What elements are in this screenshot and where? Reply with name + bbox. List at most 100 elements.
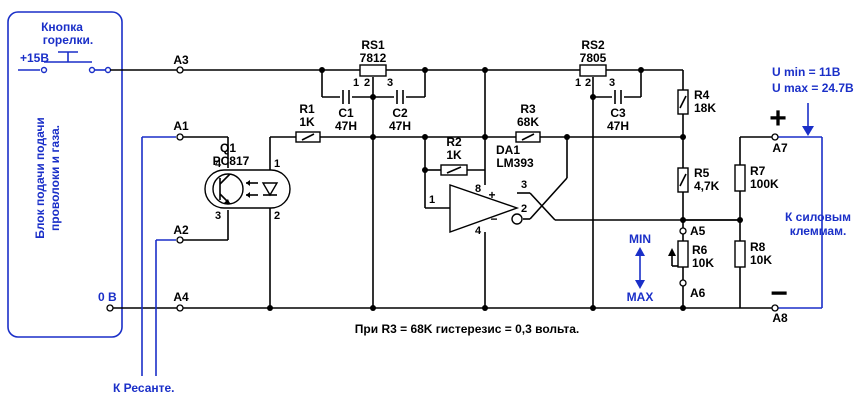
r5-name: R5	[694, 166, 710, 180]
torch-button-label-line1: Кнопка	[41, 20, 83, 34]
power-terminal-leads	[778, 103, 823, 309]
c1-capacitor: C1 47H	[335, 90, 357, 133]
q1-value: PC817	[213, 154, 250, 168]
node-a7-label: A7	[772, 141, 788, 155]
resanta-label: К Ресанте.	[113, 381, 175, 395]
min-label: MIN	[629, 232, 651, 246]
r3-value: 68K	[517, 115, 539, 129]
q1-pin3: 3	[215, 210, 221, 222]
r7-name: R7	[750, 164, 766, 178]
rs1-pin1: 1	[353, 77, 359, 89]
c2-value: 47H	[389, 119, 411, 133]
da1-value: LM393	[496, 156, 534, 170]
node-a8-label: A8	[772, 311, 788, 325]
r3-resistor: R3 68K	[515, 102, 541, 143]
r1-value: 1K	[299, 115, 315, 129]
plus-terminal-sign: +	[769, 102, 787, 135]
r4-resistor: R4 18K	[677, 88, 716, 115]
rs1-regulator: RS1 7812 1 2 3	[353, 38, 393, 89]
rs1-pin2: 2	[364, 77, 370, 89]
da1-pin8: 8	[475, 183, 481, 195]
u-min-label: U min = 11В	[772, 65, 841, 79]
led-diode-icon	[261, 182, 279, 197]
r2-name: R2	[446, 135, 462, 149]
r6-value: 10K	[692, 256, 714, 270]
r3-name: R3	[520, 102, 536, 116]
terminals-label-line1: К силовым	[785, 210, 851, 224]
r8-value: 10K	[750, 253, 772, 267]
da1-pin3: 3	[521, 179, 527, 191]
r8-resistor: R8 10K	[734, 240, 772, 268]
da1-pin4: 4	[475, 225, 482, 237]
resanta-leads: К Ресанте.	[113, 136, 176, 395]
r4-value: 18K	[694, 101, 716, 115]
q1-pin1: 1	[274, 158, 280, 170]
torch-button-label-line2: горелки.	[43, 33, 94, 47]
q1-optocoupler: Q1 PC817 4 3 1 2	[204, 141, 291, 222]
rs1-value: 7812	[360, 51, 387, 65]
u-max-label: U max = 24.7В	[772, 81, 854, 95]
node-a6-label: A6	[690, 286, 706, 300]
r7-value: 100K	[750, 177, 779, 191]
c1-name: C1	[338, 106, 354, 120]
minus-terminal-sign: −	[770, 277, 788, 310]
r5-resistor: R5 4,7K	[677, 166, 720, 193]
da1-pin2: 2	[521, 203, 527, 215]
arrow-down-icon	[635, 280, 645, 289]
node-a5-label: A5	[690, 224, 706, 238]
hysteresis-note: При R3 = 68K гистерезис = 0,3 вольта.	[355, 322, 579, 336]
c3-name: C3	[610, 106, 626, 120]
node-a3-label: A3	[173, 53, 189, 67]
rs1-name: RS1	[361, 38, 385, 52]
r2-resistor: R2 1K	[440, 135, 468, 176]
control-block-title-line2: проволоки и газа.	[48, 125, 62, 231]
supply-15v-label: +15В	[20, 51, 49, 65]
da1-plus: +	[488, 188, 495, 202]
max-label: MAX	[627, 290, 654, 304]
rs2-pin2: 2	[585, 77, 591, 89]
terminals-label-line2: клеммам.	[790, 224, 847, 238]
rs1-pin3: 3	[387, 77, 393, 89]
r5-value: 4,7K	[694, 179, 720, 193]
control-block-frame	[7, 11, 123, 338]
adjustment-annotation: MIN MAX	[627, 232, 654, 304]
da1-pin1: 1	[429, 194, 435, 206]
r8-name: R8	[750, 240, 766, 254]
da1-minus: −	[490, 212, 497, 226]
wiper-arrow-icon	[668, 248, 676, 256]
q1-pin2: 2	[274, 210, 280, 222]
torch-button-icon	[18, 51, 112, 74]
node-a4-label: A4	[173, 290, 189, 304]
junction-dots	[267, 67, 743, 311]
c2-name: C2	[392, 106, 408, 120]
r6-potentiometer: R6 10K	[668, 240, 714, 270]
rs2-name: RS2	[581, 38, 605, 52]
control-block: Блок подачи подачи проволоки и газа. Кно…	[7, 11, 123, 338]
connection-nodes	[106, 66, 779, 312]
r7-resistor: R7 100K	[734, 164, 779, 192]
q1-pin4: 4	[215, 158, 222, 170]
r1-name: R1	[299, 102, 315, 116]
da1-comparator: + − DA1 LM393 8 4 1 3 2	[429, 143, 534, 237]
rs2-pin1: 1	[575, 77, 581, 89]
c2-capacitor: C2 47H	[389, 90, 411, 133]
rs2-regulator: RS2 7805 1 2 3	[575, 38, 615, 89]
c1-value: 47H	[335, 119, 357, 133]
q1-name: Q1	[220, 141, 236, 155]
c3-capacitor: C3 47H	[607, 90, 629, 133]
node-labels: A3 A1 A2 A4 A5 A6 A7 A8	[173, 53, 788, 325]
r4-name: R4	[694, 88, 710, 102]
rs2-pin3: 3	[609, 77, 615, 89]
c3-value: 47H	[607, 119, 629, 133]
node-a1-label: A1	[173, 119, 189, 133]
zero-volt-label: 0 В	[98, 290, 117, 304]
node-a2-label: A2	[173, 223, 189, 237]
da1-name: DA1	[496, 143, 520, 157]
arrow-down-icon	[802, 126, 814, 136]
rs2-value: 7805	[580, 51, 607, 65]
control-block-title-line1: Блок подачи подачи	[33, 117, 47, 239]
r1-resistor: R1 1K	[295, 102, 321, 143]
r2-value: 1K	[446, 148, 462, 162]
r6-name: R6	[692, 243, 708, 257]
